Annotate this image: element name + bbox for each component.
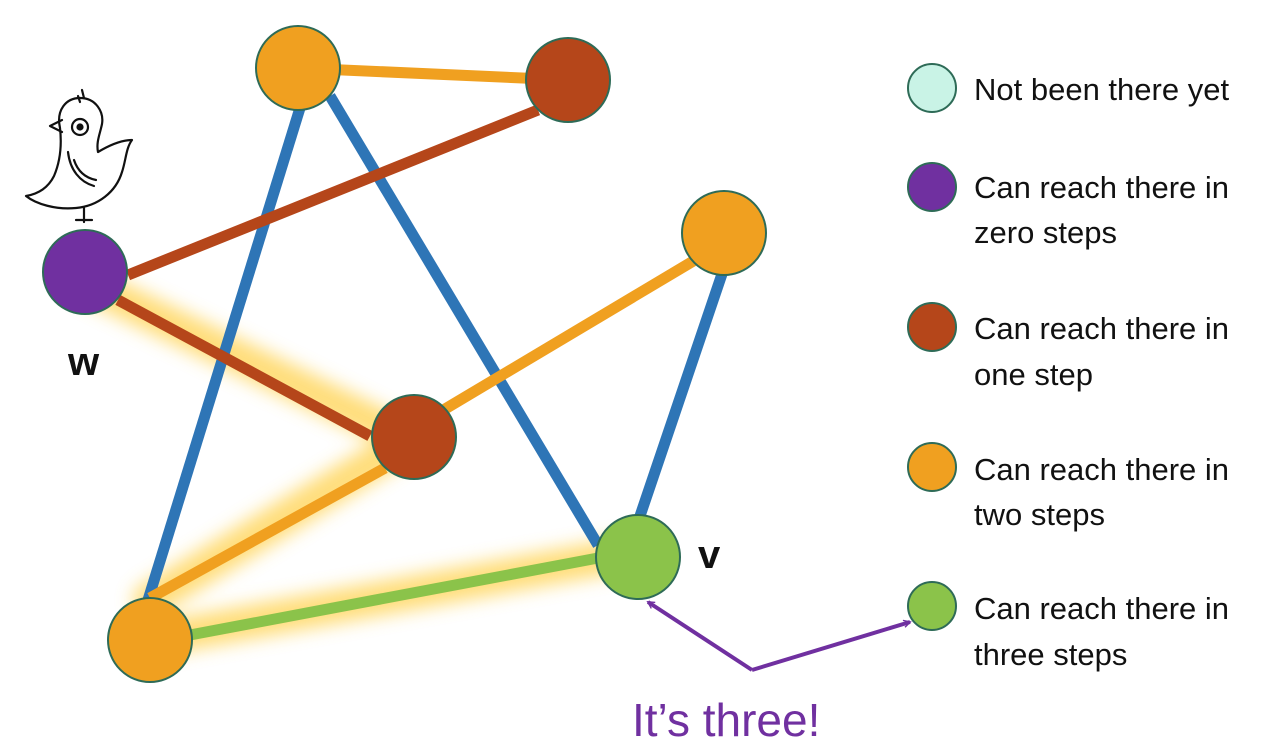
- legend-swatch-two: [907, 442, 957, 492]
- legend-item-one: Can reach there in one step: [907, 302, 1229, 392]
- legend-item-zero: Can reach there in zero steps: [907, 162, 1229, 250]
- annotation-caption: It’s three!: [632, 694, 820, 746]
- legend-text-two-2: two steps: [974, 497, 1105, 532]
- legend-item-two: Can reach there in two steps: [907, 442, 1229, 532]
- node-v-label: v: [698, 533, 721, 577]
- legend-item-three: Can reach there in three steps: [907, 581, 1229, 672]
- edge-top-right-w: [125, 104, 541, 281]
- annotation-arrows: [648, 600, 910, 672]
- node-w-label: w: [67, 340, 100, 384]
- legend-text-unvisited-1: Not been there yet: [974, 72, 1229, 107]
- edge-top-left-top-right: [297, 62, 569, 86]
- legend-text-two-1: Can reach there in: [974, 452, 1229, 487]
- graph-edges: [115, 62, 728, 641]
- edge-bottom-left-v: [188, 552, 600, 641]
- node-right-top: [681, 190, 767, 276]
- legend-text-zero-1: Can reach there in: [974, 170, 1229, 205]
- arrow-to-node-v: [648, 600, 754, 672]
- node-v: [595, 514, 681, 600]
- node-bottom-left: [107, 597, 193, 683]
- edge-right-top-v: [634, 272, 728, 518]
- legend-swatch-three: [907, 581, 957, 631]
- graph-nodes: [42, 25, 767, 683]
- edge-middle-bottom-left: [147, 463, 388, 603]
- legend-text-three-1: Can reach there in: [974, 591, 1229, 626]
- legend-item-unvisited: Not been there yet: [907, 63, 1229, 113]
- legend-swatch-zero: [907, 162, 957, 212]
- legend-text-zero-2: zero steps: [974, 215, 1117, 250]
- legend-text-three-2: three steps: [974, 637, 1127, 672]
- edge-middle-right-top: [437, 255, 698, 417]
- legend-text-one-2: one step: [974, 357, 1093, 392]
- legend-text-one-1: Can reach there in: [974, 311, 1229, 346]
- node-w: [42, 229, 128, 315]
- bird-icon: [24, 88, 134, 224]
- node-middle: [371, 394, 457, 480]
- edge-w-middle: [115, 295, 373, 441]
- legend-swatch-one: [907, 302, 957, 352]
- node-top-right: [525, 37, 611, 123]
- legend-swatch-unvisited: [907, 63, 957, 113]
- arrow-to-legend-three: [751, 622, 910, 672]
- node-top-left: [255, 25, 341, 111]
